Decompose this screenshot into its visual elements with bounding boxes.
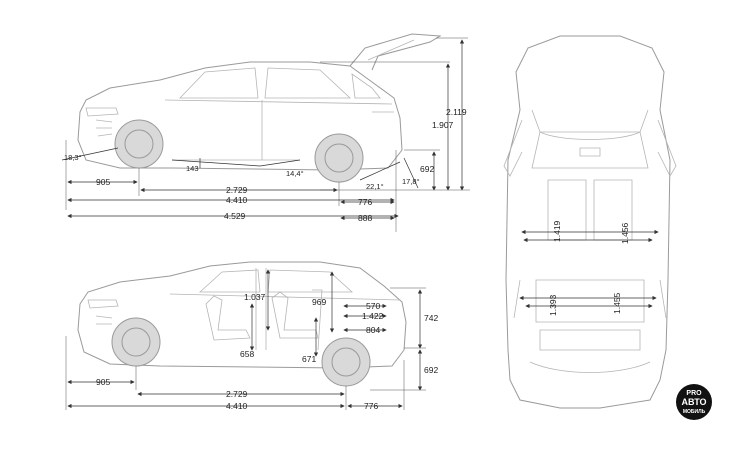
tailgate-open-height-label: 2.119 [446, 107, 467, 117]
side-view-top-dimensions: 18,3° 143 14,4° 22,1° 17,8° 2.119 1.907 … [61, 37, 470, 232]
rear-seat-height-label: 671 [302, 354, 316, 364]
approach-angle-label: 18,3° [64, 153, 82, 162]
body-length-bottom-label: 4.410 [226, 401, 248, 411]
bumper-height-label: 692 [420, 164, 434, 174]
front-overhang-label: 905 [96, 177, 110, 187]
rear-overhang-bottom-label: 776 [364, 401, 378, 411]
cargo-depth-label: 804 [366, 325, 380, 335]
front-shoulder-width-label: 1.419 [552, 220, 562, 242]
body-length-label: 4.410 [226, 195, 248, 205]
cargo-length-label: 570 [366, 301, 380, 311]
front-overhang-bottom-label: 905 [96, 377, 110, 387]
wheelbase-bottom-label: 2.729 [226, 389, 248, 399]
front-seat-height-label: 658 [240, 349, 254, 359]
front-wheel [114, 119, 164, 169]
rear-wheel [314, 133, 364, 183]
rear-headroom-label: 969 [312, 297, 326, 307]
side-view-bottom-dimensions: 1.037 969 570 1.422 804 658 671 742 692 … [65, 269, 438, 411]
departure-angle-label: 22,1° [366, 182, 384, 191]
front-wheel-bottom [111, 317, 161, 367]
logo-line3: МОБИЛЬ [683, 409, 706, 415]
side-view-bottom [77, 261, 407, 387]
breakover-angle-label: 14,4° [286, 169, 304, 178]
tailgate-angle-label: 17,8° [402, 177, 420, 186]
rear-shoulder-width-label: 1.393 [548, 294, 558, 316]
total-length-label: 4.529 [224, 211, 246, 221]
sill-height-label: 692 [424, 365, 438, 375]
rear-overhang-label: 776 [358, 197, 372, 207]
rear-elbow-width-label: 1.455 [612, 292, 622, 314]
cargo-floor-label: 1.422 [362, 311, 384, 321]
side-view-top [77, 33, 442, 183]
front-elbow-width-label: 1.456 [620, 222, 630, 244]
proavtomobil-logo: PRO АВТО МОБИЛЬ [676, 384, 712, 420]
logo-line2: АВТО [682, 397, 707, 407]
plan-view [503, 35, 677, 409]
ground-clearance-label: 143 [186, 164, 199, 173]
logo-line1: PRO [686, 390, 702, 397]
to-bumper-length-label: 888 [358, 213, 372, 223]
cargo-height-label: 742 [424, 313, 438, 323]
front-headroom-label: 1.037 [244, 292, 266, 302]
roof-height-label: 1.907 [432, 120, 454, 130]
rear-wheel-bottom [321, 337, 371, 387]
wheelbase-label: 2.729 [226, 185, 248, 195]
plan-view-dimensions: 1.419 1.456 1.393 1.455 [519, 220, 659, 316]
